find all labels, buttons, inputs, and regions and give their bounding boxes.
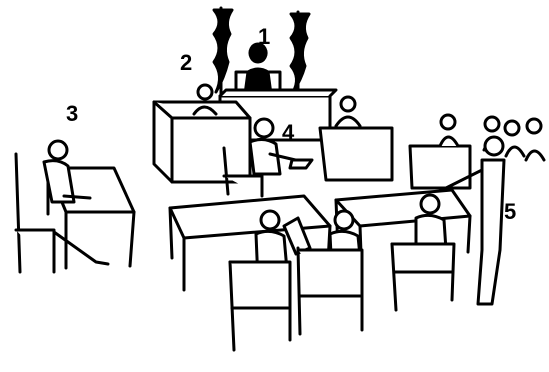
- label-number-4: 4: [282, 122, 294, 144]
- label-number-3: 3: [66, 103, 78, 125]
- label-number-5: 5: [504, 201, 516, 223]
- label-number-2: 2: [180, 52, 192, 74]
- jury-box: [410, 115, 544, 188]
- seated-person-left-table: [16, 141, 134, 272]
- label-number-1: 1: [258, 26, 270, 48]
